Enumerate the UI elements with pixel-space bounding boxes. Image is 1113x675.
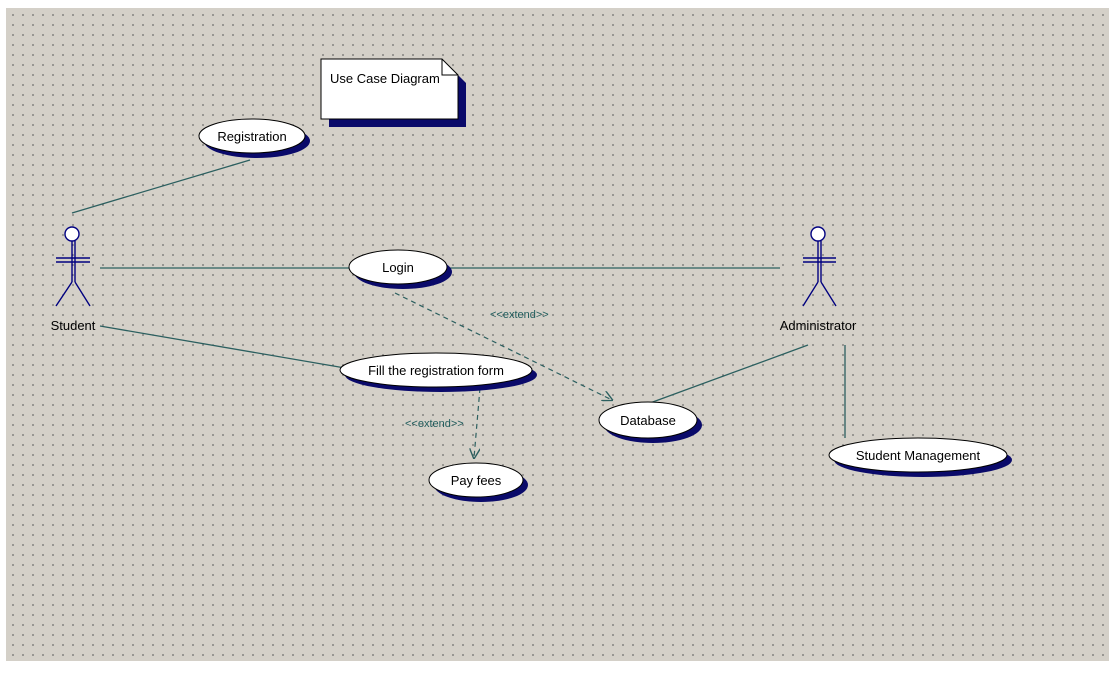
- extend-login-database[interactable]: [394, 292, 612, 400]
- actor-student-label: Student: [51, 318, 96, 333]
- note-text: Use Case Diagram: [330, 71, 440, 86]
- actor-administrator[interactable]: Administrator: [780, 226, 857, 333]
- usecase-student-management[interactable]: Student Management: [828, 437, 1012, 477]
- note[interactable]: Use Case Diagram: [320, 58, 466, 127]
- actor-administrator-label: Administrator: [780, 318, 857, 333]
- usecase-database[interactable]: Database: [598, 401, 702, 443]
- usecase-login[interactable]: Login: [348, 249, 452, 289]
- usecase-login-label: Login: [382, 260, 414, 275]
- usecase-student-management-label: Student Management: [856, 448, 981, 463]
- usecase-registration[interactable]: Registration: [198, 118, 310, 158]
- diagram-canvas: [6, 8, 1109, 661]
- assoc-admin-database[interactable]: [649, 344, 809, 404]
- extend-label-login-database: <<extend>>: [490, 309, 549, 321]
- usecase-database-label: Database: [620, 413, 676, 428]
- extend-label-form-payfees: <<extend>>: [405, 418, 464, 430]
- usecase-fill-registration-form[interactable]: Fill the registration form: [339, 352, 537, 392]
- assoc-student-form[interactable]: [99, 325, 346, 369]
- assoc-student-registration[interactable]: [71, 159, 251, 214]
- usecase-pay-fees[interactable]: Pay fees: [428, 462, 528, 502]
- actor-student[interactable]: Student: [51, 226, 96, 333]
- stick-figure-icon: [802, 226, 837, 307]
- extend-form-payfees[interactable]: [474, 387, 481, 458]
- stick-figure-icon: [55, 226, 91, 307]
- usecase-fill-form-label: Fill the registration form: [368, 363, 504, 378]
- usecase-pay-fees-label: Pay fees: [451, 473, 502, 488]
- usecase-registration-label: Registration: [217, 129, 286, 144]
